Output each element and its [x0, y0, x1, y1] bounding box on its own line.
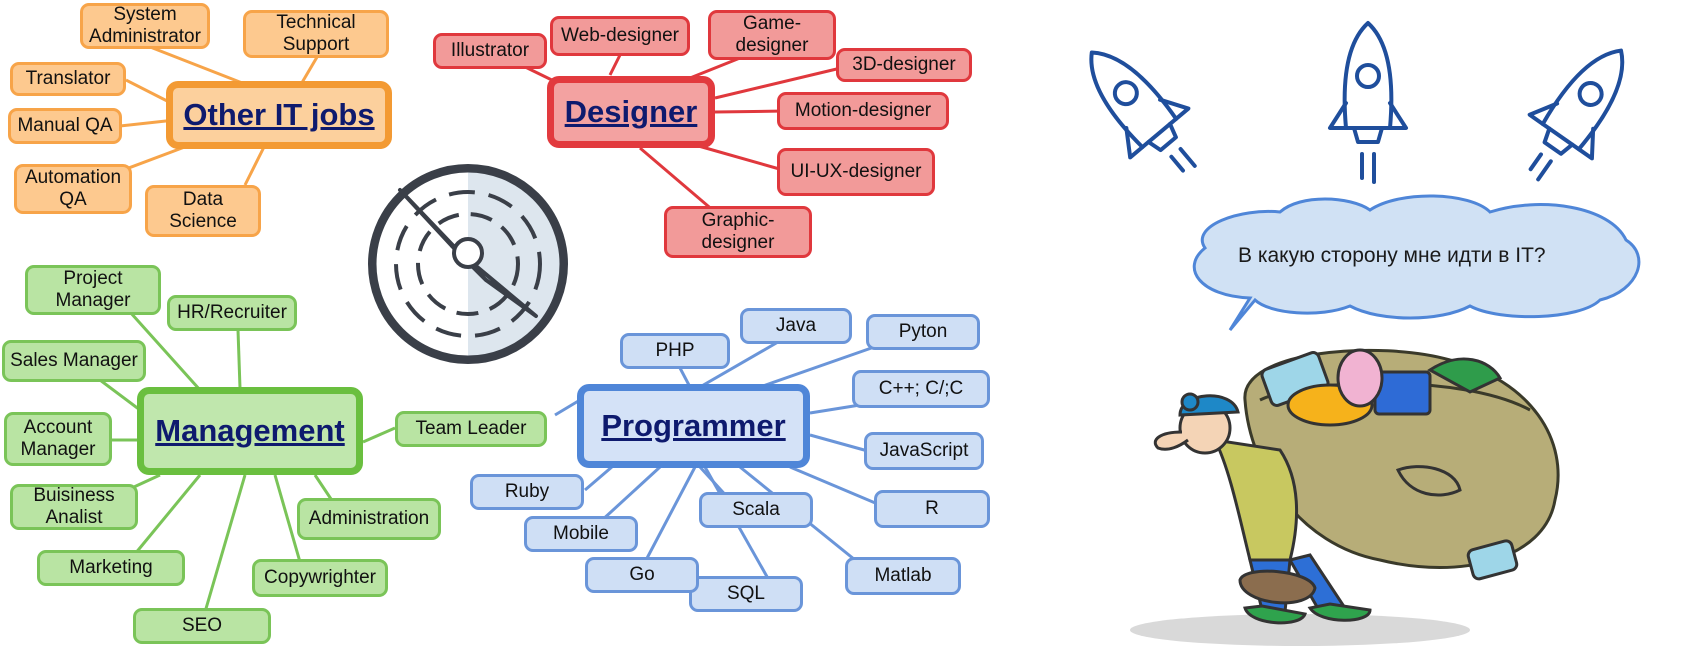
- other-node-manual-qa[interactable]: Manual QA: [8, 108, 122, 144]
- programmer-node-java[interactable]: Java: [740, 308, 852, 344]
- management-node-hr-recruiter[interactable]: HR/Recruiter: [167, 295, 297, 331]
- management-node-copywriter[interactable]: Copywrighter: [252, 559, 388, 597]
- programmer-node-php[interactable]: PHP: [620, 333, 730, 369]
- management-node-business-analyst[interactable]: Buisiness Analist: [10, 484, 138, 530]
- other-node-system-administrator[interactable]: System Administrator: [80, 3, 210, 49]
- designer-node-3d-designer[interactable]: 3D-designer: [836, 48, 972, 82]
- programmer-node-pyton[interactable]: Pyton: [866, 314, 980, 350]
- other-node-automation-qa[interactable]: Automation QA: [14, 164, 132, 214]
- designer-node-graphic-designer[interactable]: Graphic- designer: [664, 206, 812, 258]
- management-node-administration[interactable]: Administration: [297, 498, 441, 540]
- other-node-translator[interactable]: Translator: [10, 62, 126, 96]
- programmer-node-javascript[interactable]: JavaScript: [864, 432, 984, 470]
- management-node-marketing[interactable]: Marketing: [37, 550, 185, 586]
- rocket-icon: [1089, 50, 1197, 173]
- programmer-node-mobile[interactable]: Mobile: [524, 516, 638, 552]
- programmer-node-matlab[interactable]: Matlab: [845, 557, 961, 595]
- designer-node-motion-designer[interactable]: Motion-designer: [777, 92, 949, 130]
- speech-bubble-text: В какую сторону мне идти в IT?: [1238, 244, 1546, 267]
- management-hub[interactable]: Management: [137, 387, 363, 475]
- speech-bubble: [1192, 194, 1641, 331]
- designer-node-ui-ux-designer[interactable]: UI-UX-designer: [777, 148, 935, 196]
- designer-node-illustrator[interactable]: Illustrator: [433, 33, 547, 69]
- management-node-seo[interactable]: SEO: [133, 608, 271, 644]
- programmer-node-sql[interactable]: SQL: [689, 576, 803, 612]
- designer-node-game-designer[interactable]: Game- designer: [708, 10, 836, 60]
- programmer-node-r[interactable]: R: [874, 490, 990, 528]
- other-node-data-science[interactable]: Data Science: [145, 185, 261, 237]
- programmer-hub[interactable]: Programmer: [577, 384, 810, 468]
- rocket-icon: [1527, 48, 1625, 182]
- management-node-project-manager[interactable]: Project Manager: [25, 265, 161, 315]
- rocket-icon: [1328, 21, 1408, 184]
- management-node-team-leader[interactable]: Team Leader: [395, 411, 547, 447]
- programmer-node-go[interactable]: Go: [585, 557, 699, 593]
- other-node-technical-support[interactable]: Technical Support: [243, 10, 389, 58]
- programmer-node-ruby[interactable]: Ruby: [470, 474, 584, 510]
- management-node-sales-manager[interactable]: Sales Manager: [2, 340, 146, 382]
- designer-hub[interactable]: Designer: [547, 76, 715, 148]
- designer-node-web-designer[interactable]: Web-designer: [550, 16, 690, 56]
- management-node-account-manager[interactable]: Account Manager: [4, 412, 112, 466]
- programmer-node-scala[interactable]: Scala: [699, 492, 813, 528]
- programmer-node-cpp-c[interactable]: C++; C/;C: [852, 370, 990, 408]
- other-it-jobs-hub[interactable]: Other IT jobs: [166, 81, 392, 149]
- traveler-with-backpack-illustration: [1130, 348, 1560, 646]
- compass-icon: [368, 164, 568, 364]
